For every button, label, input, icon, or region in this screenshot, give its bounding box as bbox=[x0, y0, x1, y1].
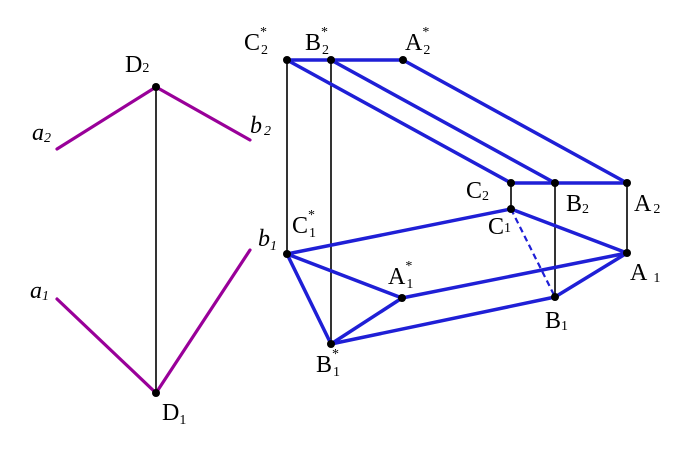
point-B1 bbox=[551, 293, 559, 301]
point-D1 bbox=[152, 389, 160, 397]
point-A2s bbox=[399, 56, 407, 64]
label-A1s: A*1 bbox=[388, 259, 413, 292]
label-D1: D1 bbox=[162, 400, 186, 428]
projection-lines bbox=[155, 60, 628, 393]
edge-C1s-C1 bbox=[285, 207, 513, 256]
edge-B1s-B1 bbox=[329, 295, 557, 346]
label-D2: D2 bbox=[125, 52, 149, 78]
points bbox=[152, 56, 631, 397]
point-A1s bbox=[398, 294, 406, 302]
label-a1: a1 bbox=[30, 278, 49, 304]
label-B2: B2 bbox=[566, 191, 589, 217]
point-C2 bbox=[507, 179, 515, 187]
edge-B2s-B2 bbox=[329, 58, 557, 185]
point-B2s bbox=[327, 56, 335, 64]
label-B2s: B*2 bbox=[305, 25, 329, 58]
label-A2s: A*2 bbox=[405, 25, 430, 58]
edge-C2s-C2 bbox=[285, 58, 513, 185]
label-B1: B1 bbox=[545, 308, 568, 334]
label-b1: b1 bbox=[258, 226, 277, 254]
point-A1 bbox=[623, 249, 631, 257]
edge-B1-A1 bbox=[553, 251, 629, 299]
label-a2: a2 bbox=[32, 120, 51, 146]
point-C2s bbox=[283, 56, 291, 64]
point-C1 bbox=[507, 205, 515, 213]
edge-C1s-B1s bbox=[285, 252, 333, 346]
edge-C1-A1 bbox=[509, 207, 629, 255]
point-C1s bbox=[283, 250, 291, 258]
point-B2 bbox=[551, 179, 559, 187]
point-D2 bbox=[152, 83, 160, 91]
label-C2s: C*2 bbox=[244, 25, 268, 58]
label-C1: C1 bbox=[488, 214, 511, 240]
label-C2: C2 bbox=[466, 178, 489, 204]
prism-edges bbox=[285, 58, 629, 346]
label-B1s: B*1 bbox=[316, 347, 340, 380]
point-A2 bbox=[623, 179, 631, 187]
edge-A1s-A1 bbox=[400, 251, 629, 300]
label-C1s: C*1 bbox=[292, 208, 316, 241]
edge-A2s-A2 bbox=[401, 58, 629, 185]
edge-B1s-A1s bbox=[329, 296, 404, 346]
point-B1s bbox=[327, 340, 335, 348]
edge-C1s-A1s bbox=[285, 252, 404, 300]
hidden-edge-C1-B1 bbox=[510, 208, 556, 298]
